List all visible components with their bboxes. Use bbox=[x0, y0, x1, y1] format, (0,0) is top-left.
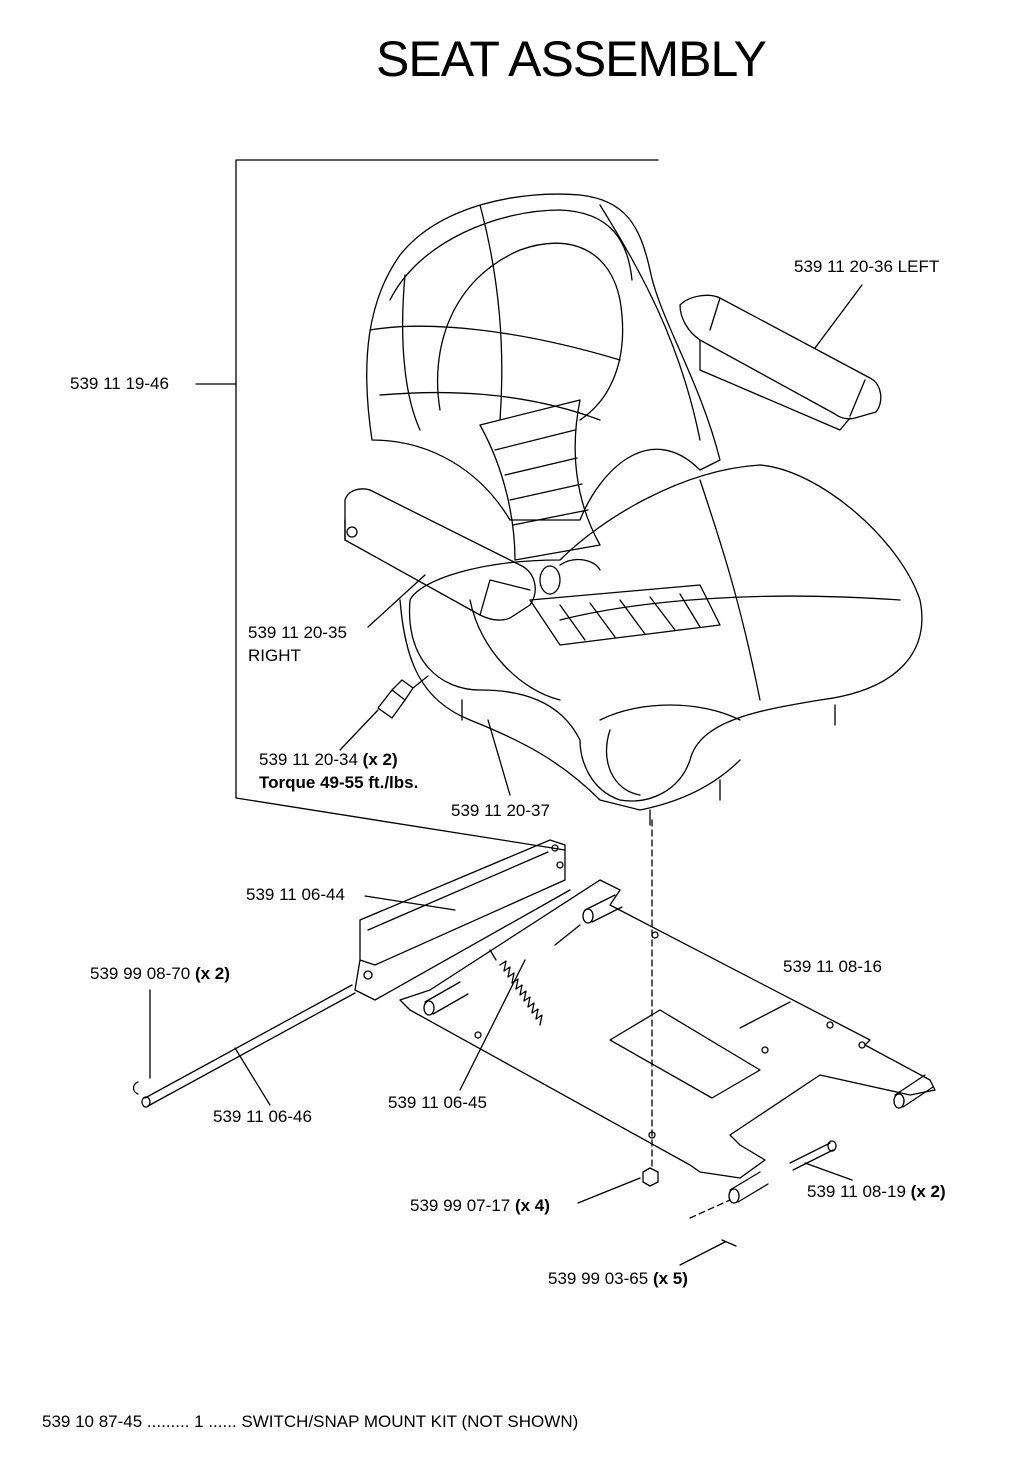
label-slide-rail: 539 11 06-44 bbox=[246, 885, 345, 904]
label-pin: 539 11 08-19 (x 2) bbox=[807, 1181, 946, 1203]
footer-note: 539 10 87-45 ......... 1 ...... SWITCH/S… bbox=[42, 1412, 579, 1431]
slide-rail bbox=[354, 839, 571, 1001]
knob-part-number: 539 11 20-34 bbox=[259, 750, 358, 769]
label-knob: 539 11 20-34 (x 2) bbox=[259, 749, 398, 771]
spring bbox=[489, 924, 581, 1026]
nut-part-number: 539 99 07-17 bbox=[410, 1196, 511, 1215]
label-armrest-right-part: 539 11 20-35 bbox=[248, 623, 347, 642]
armrest-right bbox=[344, 488, 601, 621]
clip-quantity: (x 2) bbox=[194, 964, 230, 983]
seat-back bbox=[366, 193, 721, 561]
seat-knob bbox=[377, 675, 429, 719]
label-knob-torque: Torque 49-55 ft./lbs. bbox=[259, 773, 419, 792]
label-spring: 539 11 06-45 bbox=[388, 1093, 487, 1112]
knob-quantity: (x 2) bbox=[362, 750, 398, 769]
mounting-plate bbox=[399, 879, 936, 1204]
label-plate: 539 11 08-16 bbox=[783, 957, 882, 976]
pin bbox=[789, 1140, 837, 1171]
armrest-left bbox=[679, 294, 882, 431]
seat-cushion bbox=[399, 464, 923, 826]
label-armrest-right-side: RIGHT bbox=[248, 646, 301, 665]
leader-lines bbox=[149, 284, 863, 1266]
clip-part-number: 539 99 08-70 bbox=[90, 964, 191, 983]
label-seat-base: 539 11 20-37 bbox=[451, 801, 550, 820]
pin-part-number: 539 11 08-19 bbox=[807, 1182, 906, 1201]
cotter-pin bbox=[721, 1239, 737, 1247]
cotter-quantity: (x 5) bbox=[652, 1269, 688, 1288]
label-clip: 539 99 08-70 (x 2) bbox=[90, 963, 230, 985]
label-seat-assembly: 539 11 19-46 bbox=[70, 374, 169, 393]
label-rod: 539 11 06-46 bbox=[213, 1107, 312, 1126]
centerlines bbox=[651, 819, 731, 1219]
nut-quantity: (x 4) bbox=[514, 1196, 550, 1215]
label-cotter: 539 99 03-65 (x 5) bbox=[548, 1268, 688, 1290]
label-nut: 539 99 07-17 (x 4) bbox=[410, 1195, 550, 1217]
assembly-bracket bbox=[195, 159, 659, 851]
cotter-part-number: 539 99 03-65 bbox=[548, 1269, 649, 1288]
nut bbox=[642, 1167, 659, 1187]
label-armrest-left: 539 11 20-36 LEFT bbox=[794, 257, 940, 276]
rod bbox=[132, 984, 356, 1108]
pin-quantity: (x 2) bbox=[910, 1182, 946, 1201]
page-title: SEAT ASSEMBLY bbox=[376, 31, 767, 87]
